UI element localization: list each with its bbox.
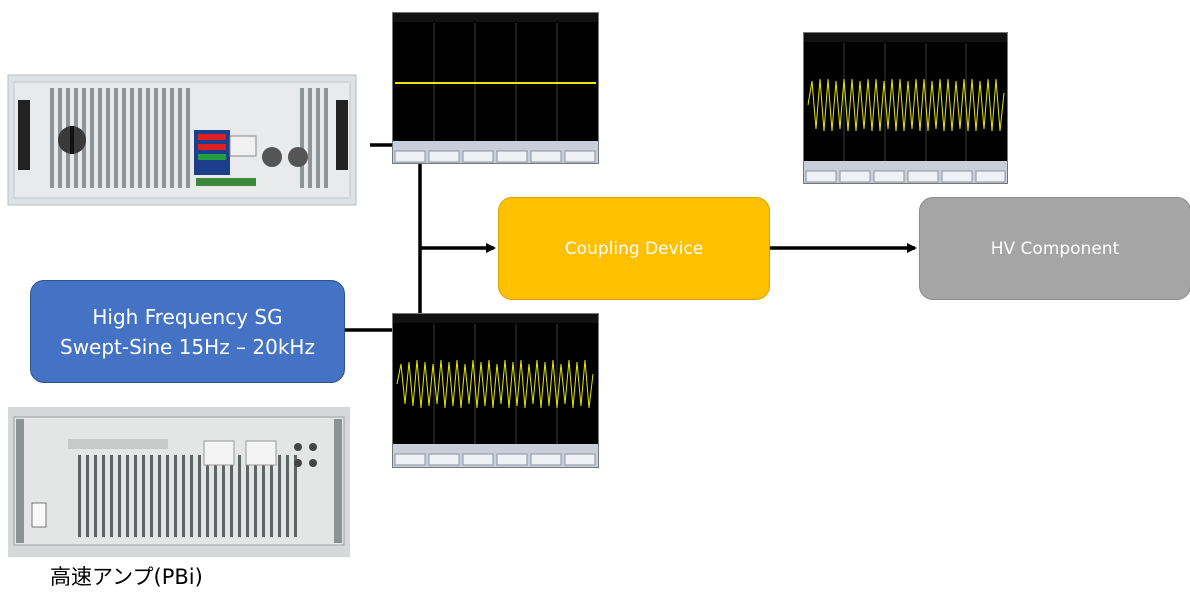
signal-generator-block: High Frequency SG Swept-Sine 15Hz – 20kH… — [30, 280, 345, 383]
scope-dc-output — [392, 12, 599, 164]
amplifier-caption: 高速アンプ(PBi) — [50, 565, 203, 589]
scope-sg-output — [392, 313, 599, 468]
hv-component-label: HV Component — [990, 238, 1120, 259]
signal-generator-line2: Swept-Sine 15Hz – 20kHz — [60, 334, 315, 359]
amplifier-image — [8, 407, 350, 557]
coupling-device-label: Coupling Device — [564, 238, 704, 259]
coupling-device-block: Coupling Device — [498, 197, 770, 300]
signal-generator-line1: High Frequency SG — [92, 304, 283, 329]
hv-component-block: HV Component — [919, 197, 1190, 300]
scope-coupled-output — [803, 32, 1008, 184]
power-supply-image — [0, 40, 370, 230]
